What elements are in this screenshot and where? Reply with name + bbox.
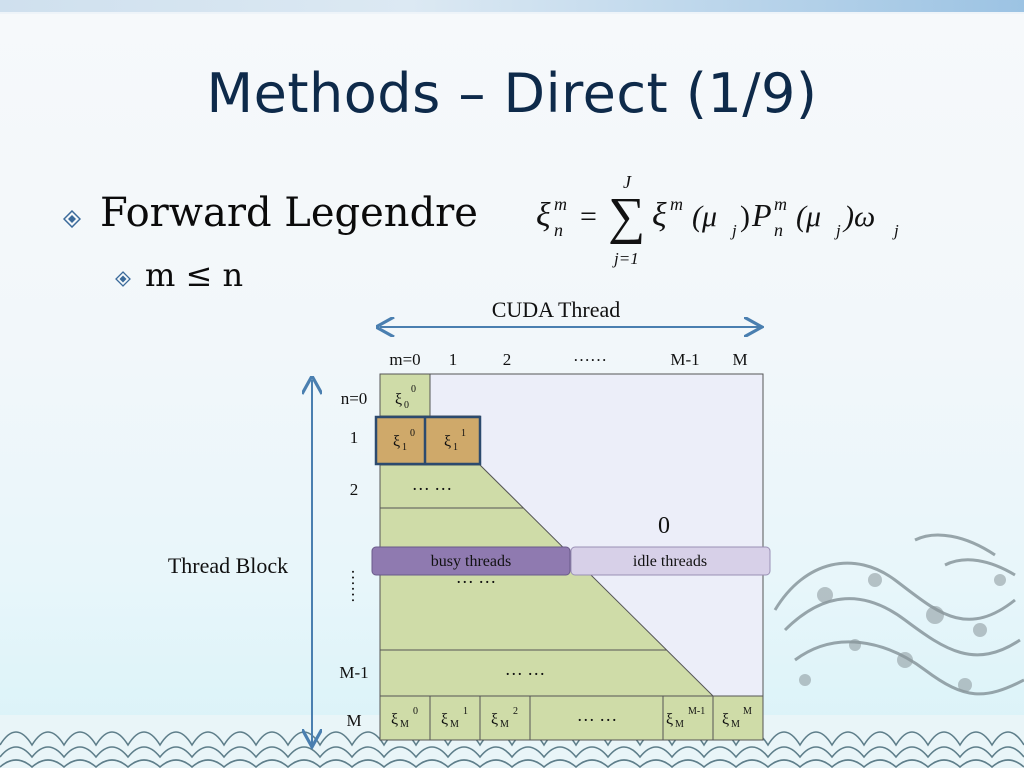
formula-lhs-sup: m [554,194,567,214]
formula-lhs: ξ [536,197,551,234]
idle-threads-label: idle threads [633,553,707,570]
formula-P-sub: n [774,220,783,240]
formula-paren1: (μ [692,200,717,233]
bullet-m-le-n: m ≤ n [145,256,244,294]
cell-xi-M-M: ξ M M [722,706,752,730]
cell-xi-M-M-1: ξ M M-1 [666,706,705,730]
svg-text:ξ: ξ [391,711,398,728]
svg-text:ξ: ξ [666,711,673,728]
diamond-sub-bullet-icon [115,271,131,287]
row-header-ellipsis: …… [339,569,358,603]
row-M-1-ellipsis: … … [505,659,546,679]
svg-text:M: M [675,719,684,730]
formula-paren1-close: ) [740,200,750,233]
row-header-n0: n=0 [341,389,368,408]
forward-legendre-formula: ξ m n = J ∑ j=1 ξ m (μ j ) P m n (μ j )ω… [536,172,899,268]
formula-sum-lower: j=1 [612,249,639,268]
svg-text:1: 1 [461,428,466,439]
svg-text:0: 0 [410,428,415,439]
svg-text:2: 2 [513,706,518,717]
svg-text:ξ: ξ [395,391,402,408]
formula-paren2-sub: j [834,221,841,240]
formula-paren1-sub: j [730,221,737,240]
col-header-M: M [732,350,747,369]
busy-threads-bar [371,546,571,576]
highlight-cell-1-0 [374,415,428,466]
col-header-1: 1 [449,350,458,369]
svg-text:1: 1 [463,706,468,717]
row-header-M: M [346,711,361,730]
busy-threads-label: busy threads [431,553,511,570]
row-header-1: 1 [350,428,359,447]
slide-title: Methods – Direct (1/9) [206,62,818,125]
formula-paren2-close: )ω [842,200,875,233]
svg-text:1: 1 [453,442,458,453]
svg-text:ξ: ξ [444,433,451,450]
formula-omega-sub: j [892,221,899,240]
idle-threads-bar [570,546,771,576]
svg-text:1: 1 [402,442,407,453]
row-header-2: 2 [350,480,359,499]
svg-text:M: M [400,719,409,730]
svg-text:M: M [450,719,459,730]
row2-ellipsis: … … [412,474,453,494]
cell-xi-0-0: ξ 0 0 [395,384,416,411]
cuda-thread-label: CUDA Thread [492,297,621,322]
svg-text:M: M [500,719,509,730]
col-header-2: 2 [503,350,512,369]
svg-text:M: M [743,706,752,717]
row-M-ellipsis: … … [577,705,618,725]
top-accent-bar [0,0,1024,12]
svg-text:ξ: ξ [722,711,729,728]
cell-xi-M-0: ξ M 0 [391,706,418,730]
diamond-bullet-icon [63,210,81,228]
formula-term1-sup: m [670,194,683,214]
col-header-M-1: M-1 [670,350,699,369]
row-header-M-1: M-1 [339,663,368,682]
formula-P: P [751,197,772,233]
formula-sum-icon: ∑ [608,188,645,245]
bullet-forward-legendre: Forward Legendre [100,190,478,236]
top-accent-line [0,12,1024,14]
cell-xi-M-2: ξ M 2 [491,706,518,730]
thread-block-label: Thread Block [168,553,288,578]
svg-text:ξ: ξ [441,711,448,728]
dragon-decoration-icon [773,533,1024,696]
cell-xi-1-1: ξ 1 1 [444,428,466,453]
svg-text:M: M [731,719,740,730]
formula-paren2: (μ [796,200,821,233]
upper-zero-label: 0 [658,513,670,539]
svg-text:0: 0 [413,706,418,717]
formula-lhs-sub: n [554,220,563,240]
svg-text:ξ: ξ [491,711,498,728]
formula-equals: = [580,200,597,233]
svg-text:ξ: ξ [393,433,400,450]
formula-sum-upper: J [623,172,632,192]
cell-xi-M-1: ξ M 1 [441,706,468,730]
formula-term1: ξ [652,197,667,234]
highlight-cell-1-1 [423,415,482,466]
col-header-m0: m=0 [389,350,420,369]
svg-text:0: 0 [411,384,416,395]
svg-text:0: 0 [404,400,409,411]
cell-xi-1-0: ξ 1 0 [393,428,415,453]
svg-text:M-1: M-1 [688,706,705,717]
formula-P-sup: m [774,194,787,214]
col-header-ellipsis: …… [573,346,607,365]
